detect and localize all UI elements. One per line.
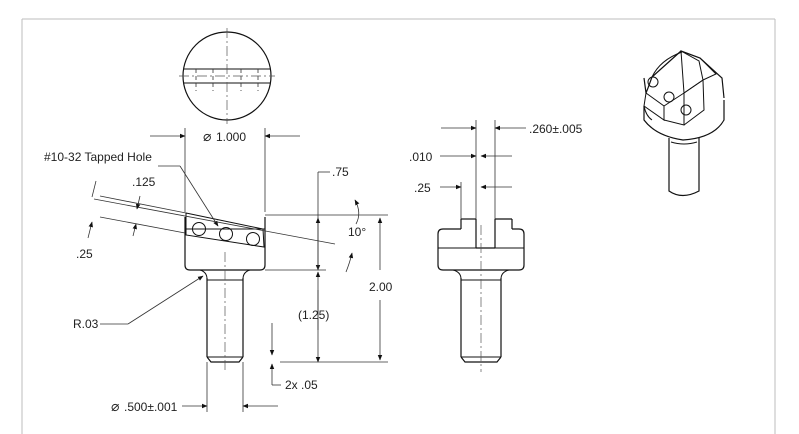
chamfer-label: 2x .05 xyxy=(285,378,318,392)
angle-label: 10° xyxy=(348,225,366,239)
dimension-labels: ⌀ 1.000 #10-32 Tapped Hole .125 .25 .75 … xyxy=(44,122,583,414)
isometric-view xyxy=(643,50,725,197)
side-dimension-lines xyxy=(440,120,526,219)
hole-callout-label: #10-32 Tapped Hole xyxy=(44,150,152,164)
top-view xyxy=(179,28,275,124)
slot-depth-label: .75 xyxy=(332,165,349,179)
shank-diameter-symbol: ⌀ xyxy=(111,398,120,414)
radius-label: R.03 xyxy=(73,317,99,331)
head-diameter-label: 1.000 xyxy=(216,130,246,144)
sheet-border xyxy=(21,18,776,434)
shank-length-label: (1.25) xyxy=(298,308,329,322)
front-view xyxy=(184,212,266,372)
side-view xyxy=(437,218,525,372)
slot-offset-label: .010 xyxy=(409,150,433,164)
hole-offset-label: .125 xyxy=(132,175,156,189)
overall-length-label: 2.00 xyxy=(369,280,393,294)
front-dimension-lines xyxy=(87,128,388,412)
hole-edge-label: .25 xyxy=(76,247,93,261)
head-diameter-symbol: ⌀ xyxy=(203,128,212,144)
slot-width-label: .260±.005 xyxy=(529,122,583,136)
shank-diameter-label: .500±.001 xyxy=(124,400,178,414)
side-slot-depth-label: .25 xyxy=(414,181,431,195)
